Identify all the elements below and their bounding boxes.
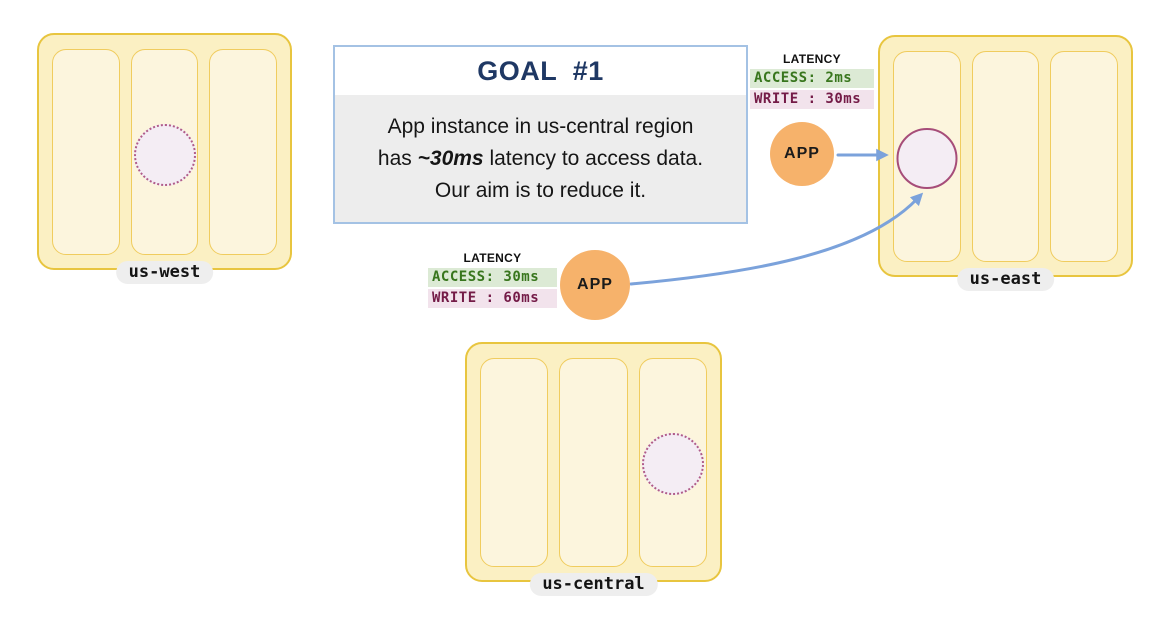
goal-line-2-pre: has xyxy=(377,146,418,170)
latency-heading-us-east: LATENCY xyxy=(783,52,841,66)
app-instance-us-east: APP xyxy=(770,122,834,186)
goal-title: GOAL #1 xyxy=(477,55,604,86)
zone-us-east-c xyxy=(1050,51,1119,262)
zone-us-central-a xyxy=(480,358,549,567)
goal-line-2-post: latency to access data. xyxy=(483,146,704,170)
zone-us-west-c xyxy=(209,49,278,255)
zone-us-central-b xyxy=(559,358,628,567)
app-label-us-east: APP xyxy=(784,145,820,162)
zone-us-west-a xyxy=(52,49,120,255)
latency-block-us-central: LATENCY ACCESS: 30ms WRITE : 60ms xyxy=(428,251,557,308)
zone-us-east-b xyxy=(971,51,1040,262)
app-label-us-central: APP xyxy=(577,276,613,293)
region-us-east: us-east xyxy=(878,35,1133,291)
goal-line-2: has ~30ms latency to access data. xyxy=(378,143,703,175)
region-us-central: us-central xyxy=(465,342,722,596)
goal-body-text: App instance in us-central region has ~3… xyxy=(335,95,746,222)
zone-us-east-a xyxy=(893,51,961,262)
latency-block-us-east: LATENCY ACCESS: 2ms WRITE : 30ms xyxy=(750,52,874,109)
latency-write-badge-us-east: WRITE : 30ms xyxy=(750,90,874,109)
goal-line-3: Our aim is to reduce it. xyxy=(434,178,647,202)
zone-us-central-c xyxy=(638,358,707,567)
region-label-us-east: us-east xyxy=(956,268,1055,291)
goal-line-2-emphasis: ~30ms xyxy=(417,146,484,170)
latency-access-badge-us-central: ACCESS: 30ms xyxy=(428,268,557,287)
latency-heading-us-central: LATENCY xyxy=(463,251,522,265)
database-circle-us-east xyxy=(896,128,958,189)
latency-write-badge-us-central: WRITE : 60ms xyxy=(428,289,557,308)
region-label-us-west: us-west xyxy=(115,261,214,284)
goal-header: GOAL #1 xyxy=(335,47,746,95)
replica-placeholder-circle-us-central xyxy=(641,433,704,495)
region-label-us-central: us-central xyxy=(529,573,658,596)
app-instance-us-central: APP xyxy=(560,250,630,320)
goal-callout: GOAL #1 App instance in us-central regio… xyxy=(333,45,748,224)
region-us-west: us-west xyxy=(37,33,292,284)
latency-access-badge-us-east: ACCESS: 2ms xyxy=(750,69,874,88)
replica-placeholder-circle-us-west xyxy=(133,124,196,186)
zone-us-west-b xyxy=(130,49,199,255)
goal-line-1: App instance in us-central region xyxy=(387,114,694,138)
